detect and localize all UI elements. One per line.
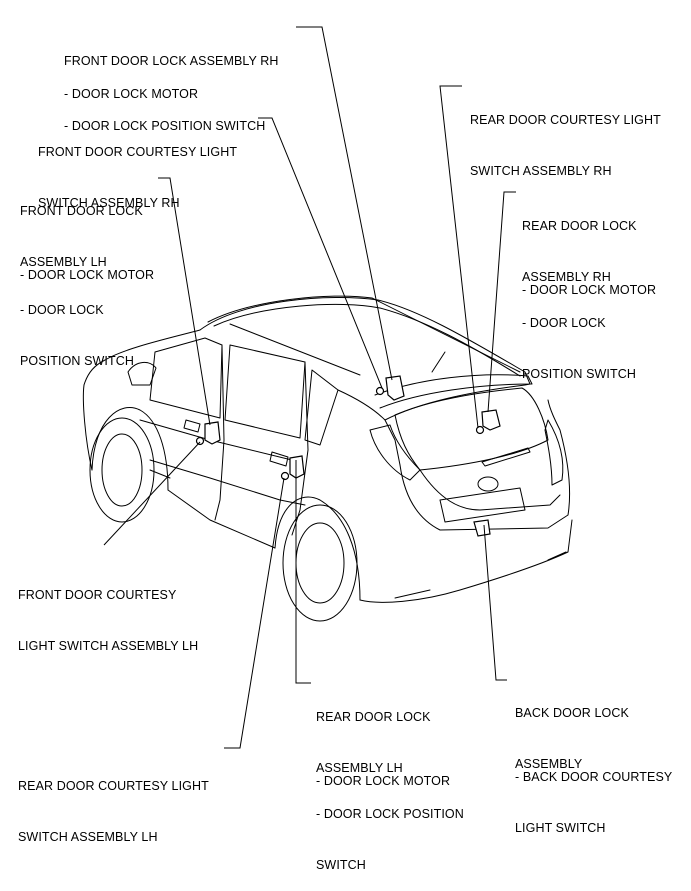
label-front-door-lock-rh-switch: - DOOR LOCK POSITION SWITCH (64, 84, 265, 152)
label-front-door-lock-rh-motor: - DOOR LOCK MOTOR (64, 52, 198, 120)
label-line: - DOOR LOCK (20, 303, 104, 317)
label-front-courtesy-lh: FRONT DOOR COURTESY LIGHT SWITCH ASSEMBL… (18, 553, 198, 672)
label-rear-door-lock-rh-switch: - DOOR LOCK POSITION SWITCH (522, 281, 636, 400)
label-front-courtesy-rh: FRONT DOOR COURTESY LIGHT SWITCH ASSEMBL… (38, 110, 237, 229)
label-back-door-courtesy: - BACK DOOR COURTESY LIGHT SWITCH (515, 735, 672, 854)
label-line: SWITCH ASSEMBLY LH (18, 830, 158, 844)
label-line: - DOOR LOCK MOTOR (20, 268, 155, 282)
label-title: FRONT DOOR LOCK ASSEMBLY RH (64, 54, 279, 68)
label-line: - DOOR LOCK MOTOR (316, 774, 451, 788)
label-line: POSITION SWITCH (522, 367, 636, 381)
label-line: ASSEMBLY (515, 757, 583, 771)
label-line: REAR DOOR LOCK (316, 710, 431, 724)
label-line: REAR DOOR COURTESY LIGHT (18, 779, 209, 793)
leader-lines (103, 26, 516, 749)
label-line: POSITION SWITCH (20, 354, 134, 368)
label-line: - DOOR LOCK (522, 316, 606, 330)
label-rear-door-lock-lh: REAR DOOR LOCK ASSEMBLY LH (316, 675, 431, 794)
label-line: - BACK DOOR COURTESY (515, 770, 673, 784)
components (195, 375, 501, 537)
label-rear-courtesy-rh: REAR DOOR COURTESY LIGHT SWITCH ASSEMBLY… (470, 78, 661, 197)
label-back-door-lock: BACK DOOR LOCK ASSEMBLY (515, 671, 629, 790)
label-line: REAR DOOR LOCK (522, 219, 637, 233)
label-line: ASSEMBLY LH (316, 761, 403, 775)
label-sub: - DOOR LOCK POSITION SWITCH (64, 119, 266, 133)
car-body (82, 295, 573, 622)
label-line: - DOOR LOCK MOTOR (522, 283, 657, 297)
vehicle-diagram (82, 26, 573, 749)
label-line: SWITCH (316, 858, 366, 872)
label-line: - DOOR LOCK POSITION (316, 807, 464, 821)
label-line: ASSEMBLY RH (522, 270, 611, 284)
label-rear-door-lock-lh-motor: - DOOR LOCK MOTOR (316, 739, 450, 807)
label-front-door-lock-lh-motor: - DOOR LOCK MOTOR (20, 233, 154, 301)
label-line: REAR DOOR COURTESY LIGHT (470, 113, 661, 127)
label-rear-door-lock-rh: REAR DOOR LOCK ASSEMBLY RH (522, 184, 637, 303)
label-rear-courtesy-lh: REAR DOOR COURTESY LIGHT SWITCH ASSEMBLY… (18, 744, 209, 863)
label-line: FRONT DOOR COURTESY LIGHT (38, 145, 238, 159)
label-line: BACK DOOR LOCK (515, 706, 629, 720)
label-line: ASSEMBLY LH (20, 255, 107, 269)
label-line: LIGHT SWITCH (515, 821, 606, 835)
label-rear-door-lock-lh-switch: - DOOR LOCK POSITION SWITCH (316, 772, 464, 891)
label-front-door-lock-lh: FRONT DOOR LOCK ASSEMBLY LH (20, 169, 143, 288)
label-sub: - DOOR LOCK MOTOR (64, 87, 199, 101)
label-line: SWITCH ASSEMBLY RH (470, 164, 612, 178)
label-line: FRONT DOOR LOCK (20, 204, 143, 218)
label-line: SWITCH ASSEMBLY RH (38, 196, 180, 210)
label-line: FRONT DOOR COURTESY (18, 588, 177, 602)
label-front-door-lock-lh-switch: - DOOR LOCK POSITION SWITCH (20, 268, 134, 387)
label-line: LIGHT SWITCH ASSEMBLY LH (18, 639, 199, 653)
label-rear-door-lock-rh-motor: - DOOR LOCK MOTOR (522, 248, 656, 316)
label-front-door-lock-rh: FRONT DOOR LOCK ASSEMBLY RH (64, 19, 279, 87)
